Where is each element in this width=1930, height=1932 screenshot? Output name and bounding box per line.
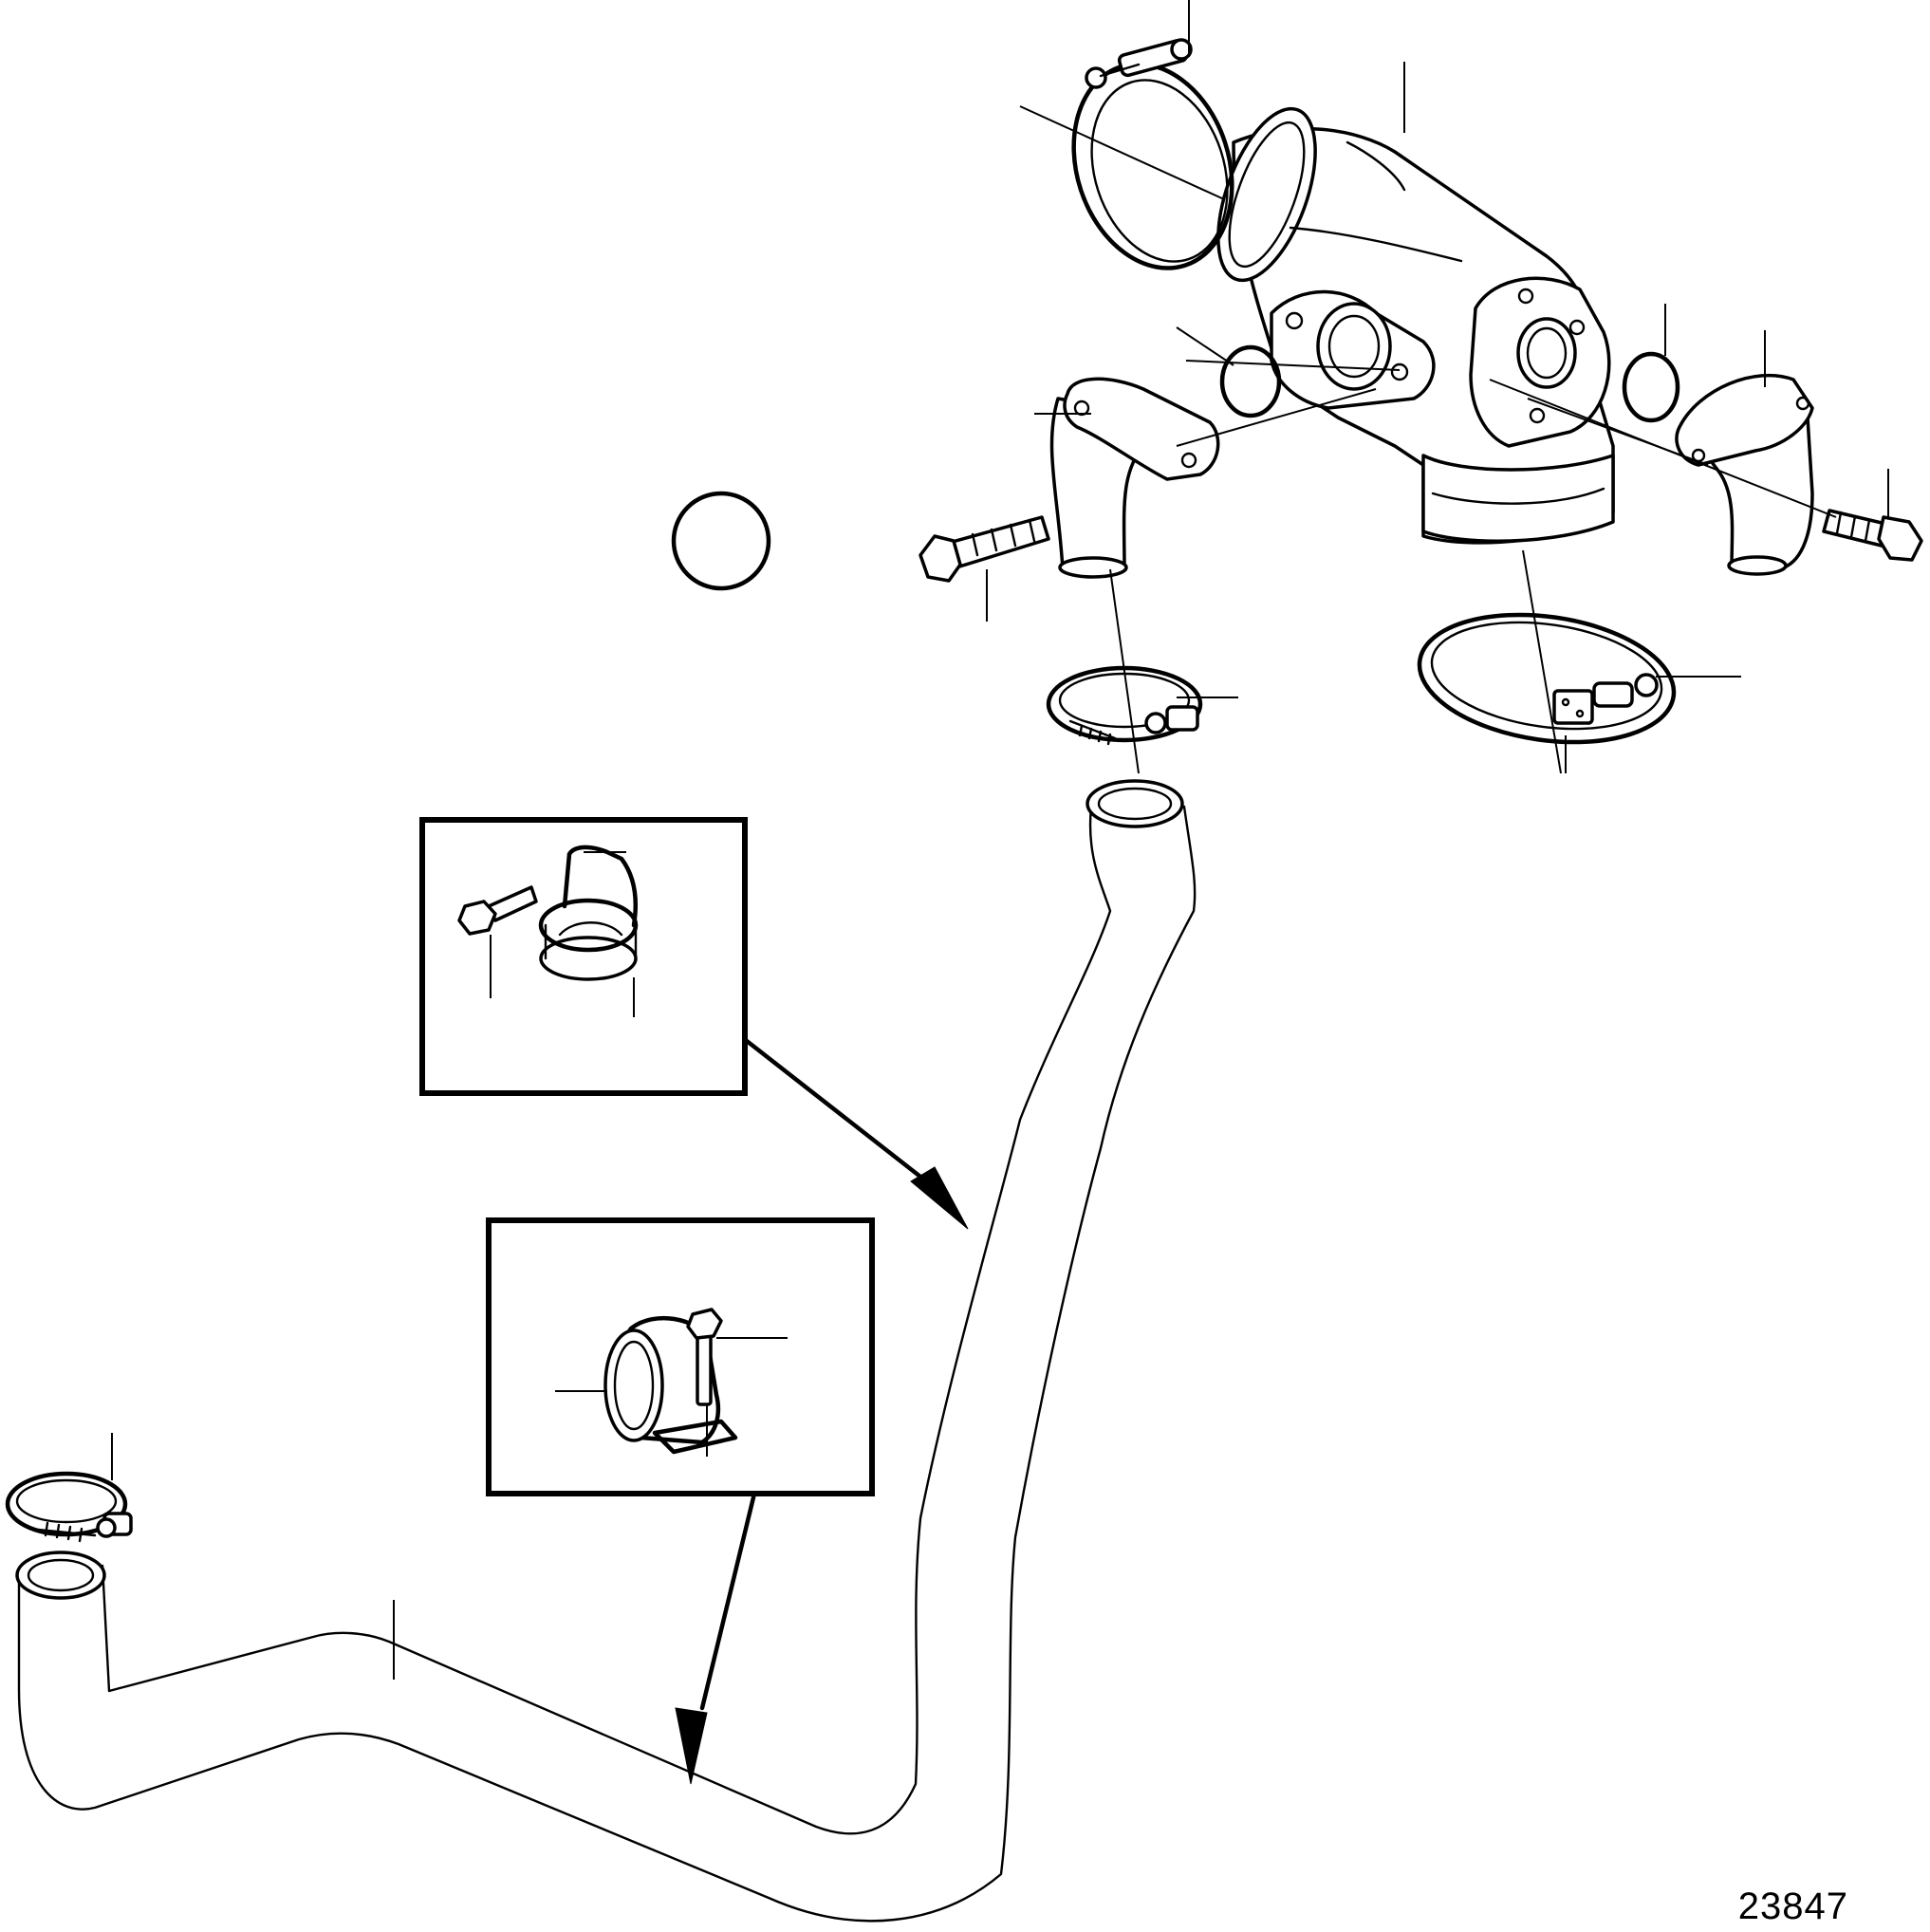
top-v-band-clamp — [1071, 38, 1234, 270]
left-flange-bolt — [919, 515, 1050, 583]
housing-right-flange — [1469, 276, 1611, 448]
left-o-ring — [1219, 344, 1282, 418]
right-elbow-pipe — [1675, 373, 1814, 576]
detail-inset-1 — [419, 817, 748, 1096]
leader-lines — [111, 0, 1889, 1680]
loose-o-ring — [671, 491, 771, 591]
upper-hose-clamp — [1046, 665, 1203, 746]
left-elbow-pipe — [1049, 377, 1220, 579]
bottom-v-band-clamp — [1417, 612, 1677, 745]
inset-2-pointer — [675, 1491, 757, 1785]
detail-inset-2 — [486, 1217, 875, 1496]
inset-1-pointer — [744, 1038, 969, 1230]
coolant-hose — [15, 779, 1197, 1923]
figure-number: 23847 — [1737, 1886, 1848, 1927]
right-o-ring — [1622, 351, 1680, 423]
lower-hose-clamp — [5, 1471, 133, 1543]
right-flange-bolt — [1822, 509, 1923, 562]
